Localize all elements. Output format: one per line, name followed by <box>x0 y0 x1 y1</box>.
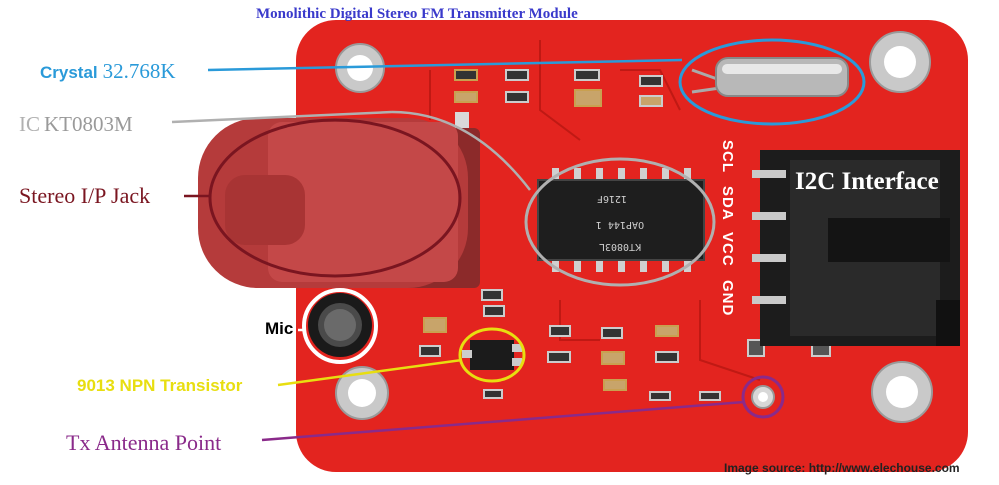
pin-label-scl: SCL <box>719 140 736 173</box>
chip-marking-2: OAP144 1 <box>596 219 644 230</box>
transistor-leader <box>277 358 463 387</box>
mounting-hole-bl <box>335 366 389 420</box>
image-source-credit: Image source: http://www.elechouse.com <box>724 461 960 475</box>
antenna-label: Tx Antenna Point <box>66 430 222 455</box>
mic-highlight <box>302 288 378 364</box>
jack-label: Stereo I/P Jack <box>19 183 151 208</box>
pin-label-sda: SDA <box>719 186 736 221</box>
smd-components <box>419 69 831 401</box>
pin-label-gnd: GND <box>719 280 736 317</box>
antenna-pad <box>751 385 775 409</box>
pcb-traces <box>429 40 761 381</box>
ic-label-value: KT0803M <box>44 112 133 136</box>
crystal-highlight <box>678 38 866 126</box>
mounting-hole-tr <box>869 31 931 93</box>
i2c-connector <box>752 150 960 346</box>
diagram-title: Monolithic Digital Stereo FM Transmitter… <box>256 6 578 22</box>
chip-marking-3: 1216F <box>597 193 627 204</box>
transistor-highlight <box>458 327 526 383</box>
transistor-component <box>462 340 522 370</box>
chip-marking-1: KT0803L <box>599 241 641 252</box>
crystal-label-name: Crystal <box>40 63 98 82</box>
antenna-highlight <box>741 375 785 419</box>
crystal-label: Crystal 32.768K <box>40 61 176 82</box>
crystal-leader <box>207 58 683 72</box>
ic-label: IC KT0803M <box>19 114 133 135</box>
pin-label-vcc: VCC <box>719 232 736 267</box>
jack-highlight <box>208 118 462 278</box>
i2c-label: I2C Interface <box>795 168 939 195</box>
ic-label-name: IC <box>19 112 40 136</box>
microphone-component <box>308 293 372 357</box>
ic-leader-2 <box>391 110 531 191</box>
transistor-label: 9013 NPN Transistor <box>77 376 243 395</box>
crystal-label-value: 32.768K <box>102 59 176 83</box>
ic-chip: 1216F OAP144 1 KT0803L <box>537 168 705 272</box>
ic-leader-1 <box>171 110 393 124</box>
mic-label: Mic <box>265 319 294 338</box>
stereo-jack-component <box>198 112 480 288</box>
antenna-leader <box>261 400 745 442</box>
mounting-hole-br <box>871 361 933 423</box>
crystal-component <box>691 57 849 97</box>
ic-highlight <box>524 157 716 287</box>
